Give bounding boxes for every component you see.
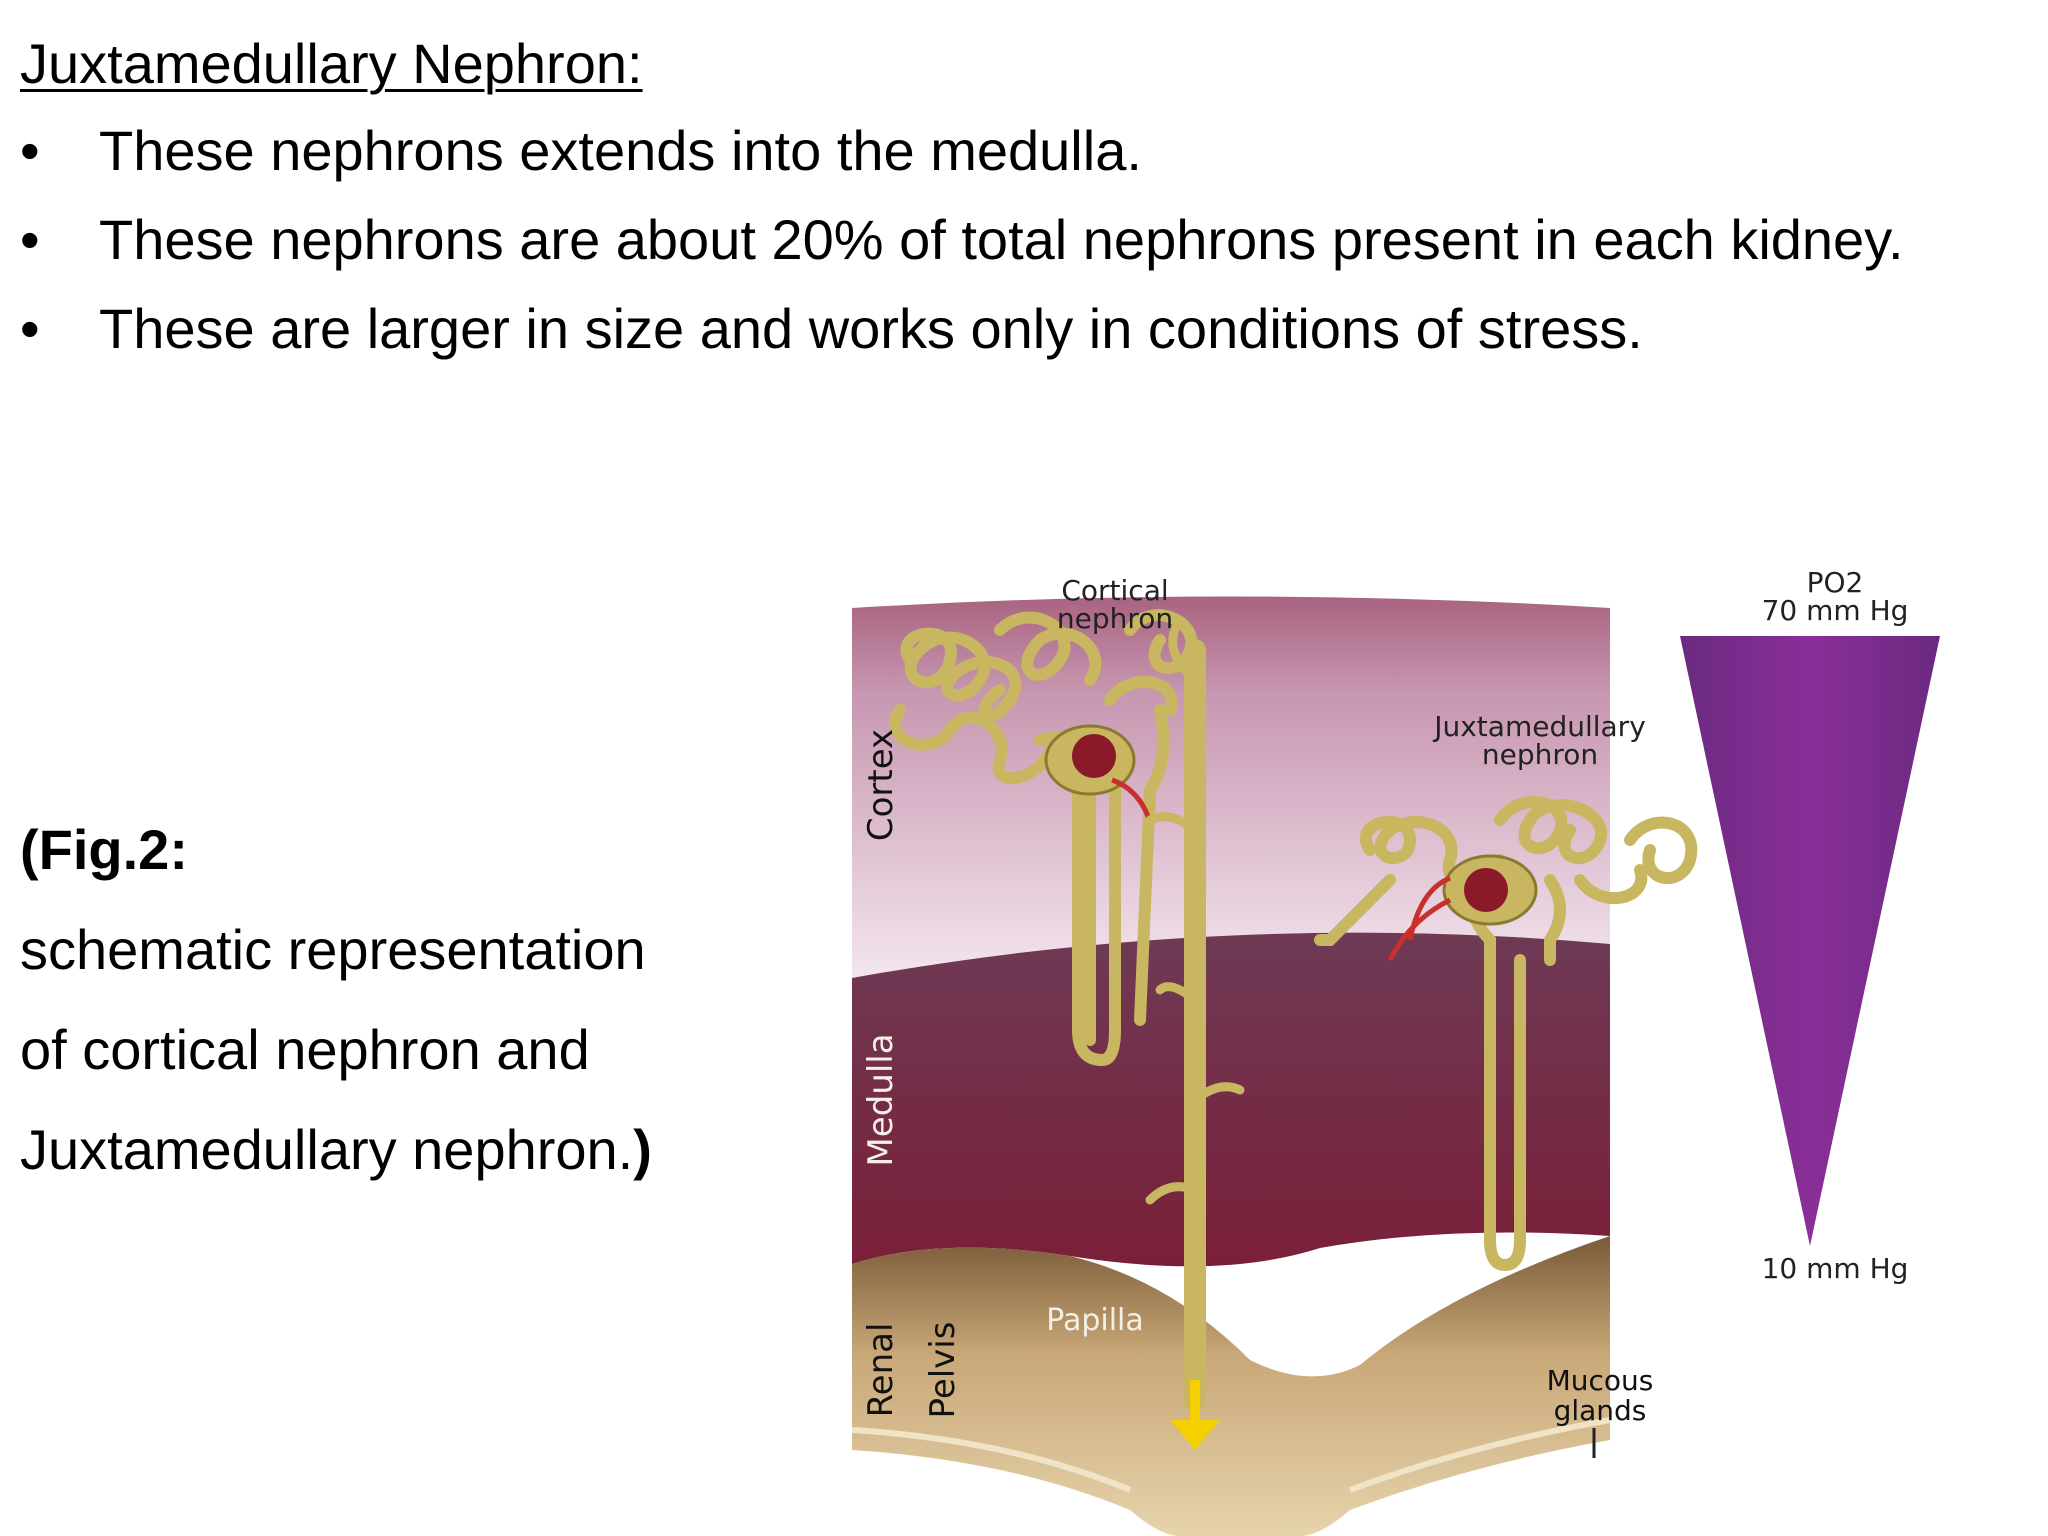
label-renal-pelvis: Pelvis — [923, 1322, 963, 1419]
label-po2-high: 70 mm Hg — [1762, 594, 1909, 627]
caption-line: Juxtamedullary nephron.) — [20, 1100, 800, 1200]
figure-caption: (Fig.2: schematic representation of cort… — [20, 800, 800, 1200]
label-mucous-glands: glands — [1554, 1394, 1647, 1427]
bullet-icon: • — [20, 208, 40, 272]
medulla-region — [852, 932, 1610, 1267]
po2-gradient-wedge — [1680, 636, 1940, 1246]
bullet-item: • These nephrons are about 20% of total … — [20, 211, 1980, 268]
label-po2: PO2 — [1807, 566, 1864, 599]
label-renal-pelvis: Renal — [861, 1323, 901, 1418]
bullet-item: • These nephrons extends into the medull… — [20, 122, 1980, 179]
caption-line: schematic representation — [20, 918, 646, 981]
bullet-text: These nephrons are about 20% of total ne… — [99, 208, 1904, 272]
bullet-list: • These nephrons extends into the medull… — [20, 122, 1980, 389]
label-papilla: Papilla — [1046, 1303, 1144, 1338]
caption-line: of cortical nephron and — [20, 1018, 590, 1081]
label-juxtamedullary-nephron: nephron — [1482, 738, 1598, 771]
label-cortical-nephron: nephron — [1057, 602, 1173, 635]
label-medulla: Medulla — [861, 1033, 901, 1166]
bullet-text: These nephrons extends into the medulla. — [99, 119, 1142, 182]
bullet-item: • These are larger in size and works onl… — [20, 300, 1980, 357]
label-cortical-nephron: Cortical — [1061, 574, 1168, 607]
slide-heading: Juxtamedullary Nephron: — [20, 32, 643, 95]
bullet-icon: • — [20, 297, 40, 361]
label-mucous-glands: Mucous — [1547, 1364, 1654, 1397]
cortex-region — [852, 596, 1610, 978]
bullet-icon: • — [20, 119, 40, 182]
caption-text: Juxtamedullary nephron. — [20, 1118, 634, 1181]
caption-close-paren: ) — [633, 1118, 652, 1181]
renal-pelvis-region — [852, 1236, 1610, 1536]
label-po2-low: 10 mm Hg — [1762, 1252, 1909, 1285]
label-juxtamedullary-nephron: Juxtamedullary — [1432, 710, 1646, 743]
caption-label: (Fig.2: — [20, 818, 188, 881]
label-cortex: Cortex — [861, 729, 901, 841]
nephron-diagram: Cortical nephron Juxtamedullary nephron … — [850, 560, 2000, 1536]
bullet-text: These are larger in size and works only … — [99, 297, 1643, 361]
nephron-illustration: Cortical nephron Juxtamedullary nephron … — [851, 566, 1940, 1536]
